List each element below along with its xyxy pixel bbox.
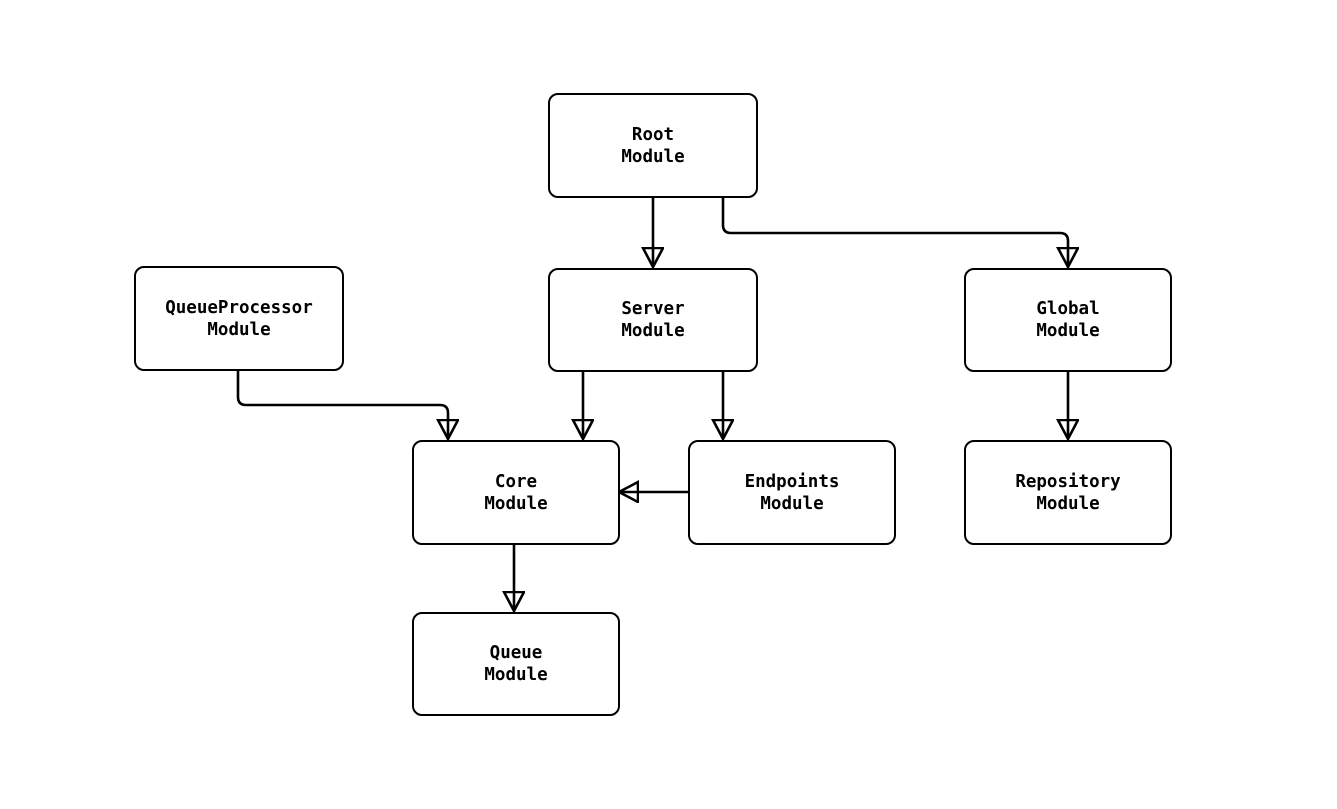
node-queueprocessor-module: QueueProcessor Module — [134, 266, 344, 371]
node-label-line: Module — [207, 319, 271, 340]
edge-root-to-global-arrow — [721, 198, 1068, 266]
node-label-line: Module — [621, 321, 685, 341]
edge-queueprocessor-to-core-arrow — [236, 371, 448, 438]
node-global-module: Global Module — [964, 268, 1172, 372]
node-label-line: Core — [494, 471, 538, 492]
node-queue-module: Queue Module — [412, 612, 620, 716]
node-label-line: Root — [631, 124, 675, 145]
node-label-line: Global — [1036, 299, 1100, 319]
node-repository-module: Repository Module — [964, 440, 1172, 545]
node-label-line: QueueProcessor — [165, 297, 313, 318]
node-server-module: Server Module — [548, 268, 758, 372]
node-label-line: Module — [484, 493, 548, 514]
node-label-line: Queue — [489, 643, 543, 663]
node-label-line: Server — [621, 299, 685, 319]
node-root-module: Root Module — [548, 93, 758, 198]
node-label-line: Module — [621, 146, 685, 167]
node-label-line: Module — [1036, 321, 1100, 341]
node-core-module: Core Module — [412, 440, 620, 545]
node-label-line: Module — [484, 665, 548, 685]
node-label-line: Repository — [1015, 471, 1121, 492]
node-endpoints-module: Endpoints Module — [688, 440, 896, 545]
node-label-line: Module — [1036, 493, 1100, 514]
node-label-line: Endpoints — [744, 471, 840, 492]
node-label-line: Module — [760, 493, 824, 514]
